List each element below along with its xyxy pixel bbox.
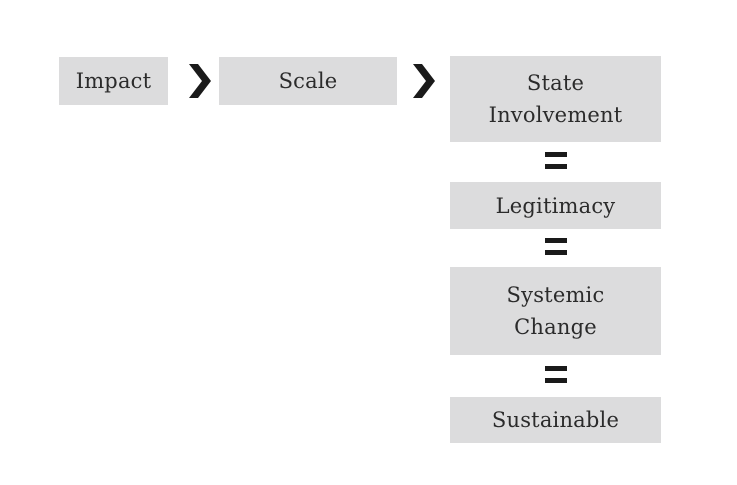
node-systemic-change: Systemic Change bbox=[450, 267, 661, 355]
equals-icon bbox=[545, 238, 567, 258]
node-state-involvement-label: State Involvement bbox=[488, 71, 623, 127]
node-legitimacy-label: Legitimacy bbox=[495, 193, 616, 218]
node-impact: Impact bbox=[59, 57, 168, 105]
node-systemic-change-label: Systemic Change bbox=[506, 283, 605, 339]
node-legitimacy: Legitimacy bbox=[450, 182, 661, 229]
node-sustainable-label: Sustainable bbox=[491, 408, 620, 432]
node-sustainable: Sustainable bbox=[450, 397, 661, 443]
node-scale-label: Scale bbox=[278, 69, 338, 93]
node-impact-label: Impact bbox=[75, 69, 152, 93]
equals-icon bbox=[545, 152, 567, 172]
chevron-right-icon bbox=[413, 64, 435, 98]
node-state-involvement: State Involvement bbox=[450, 56, 661, 142]
chevron-right-icon bbox=[189, 64, 211, 98]
equals-icon bbox=[545, 366, 567, 386]
node-scale: Scale bbox=[219, 57, 397, 105]
